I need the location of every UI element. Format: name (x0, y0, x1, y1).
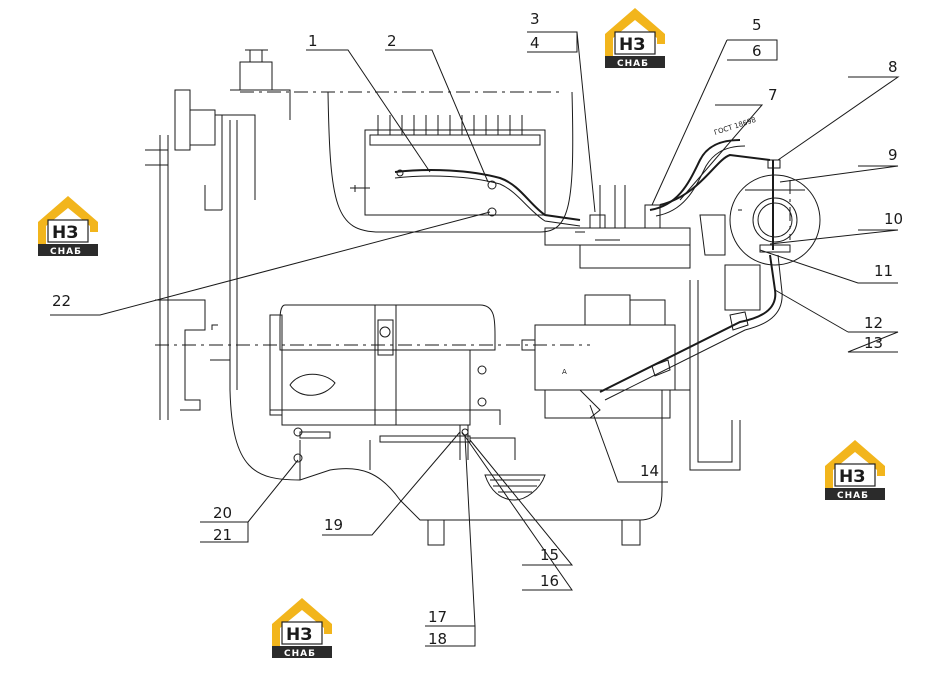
center-lines (155, 91, 791, 346)
callout-19: 19 (324, 516, 343, 534)
turbocharger (599, 159, 821, 401)
svg-text:СНАБ: СНАБ (284, 649, 316, 659)
svg-text:СНАБ: СНАБ (50, 247, 82, 257)
logo-watermark-left: НЗ СНАБ (37, 195, 99, 257)
callout-22: 22 (52, 292, 71, 310)
starter-motor (521, 294, 676, 419)
svg-text:СНАБ: СНАБ (837, 491, 869, 501)
callout-11: 11 (874, 262, 893, 280)
callout-17: 17 (428, 608, 447, 626)
callout-3: 3 (530, 10, 540, 28)
svg-text:НЗ: НЗ (286, 625, 312, 645)
callout-16: 16 (540, 572, 559, 590)
callout-20: 20 (213, 504, 232, 522)
callout-1: 1 (308, 32, 318, 50)
svg-text:НЗ: НЗ (839, 467, 865, 487)
injector-studs (377, 115, 523, 135)
callout-10: 10 (884, 210, 903, 228)
leader-lines (50, 31, 900, 647)
callout-7: 7 (768, 86, 778, 104)
rocker-cover (269, 304, 501, 426)
logo-watermark-bottom: НЗ СНАБ (271, 597, 333, 659)
callout-5: 5 (752, 16, 762, 34)
svg-text:СНАБ: СНАБ (617, 59, 649, 69)
callout-12: 12 (864, 314, 883, 332)
callout-6: 6 (752, 42, 762, 60)
fuel-hose (394, 139, 771, 227)
callout-9: 9 (888, 146, 898, 164)
svg-text:НЗ: НЗ (619, 35, 645, 55)
callout-21: 21 (213, 526, 232, 544)
fuel-injection-pump (327, 91, 574, 233)
callout-14: 14 (640, 462, 659, 480)
callout-18: 18 (428, 630, 447, 648)
hose-marking: ГОСТ 18698 (713, 116, 757, 137)
callout-labels: 1 2 3 4 5 6 7 8 9 10 11 12 13 14 15 16 1… (52, 10, 903, 648)
svg-text:НЗ: НЗ (52, 223, 78, 243)
callout-15: 15 (540, 546, 559, 564)
callout-2: 2 (387, 32, 397, 50)
logo-watermark-right: НЗ СНАБ (824, 439, 886, 501)
callout-13: 13 (864, 334, 883, 352)
callout-4: 4 (530, 34, 540, 52)
oil-strainer (293, 425, 546, 501)
label-a: A (562, 368, 567, 376)
callout-8: 8 (888, 58, 898, 76)
manifold (544, 185, 691, 269)
logo-watermark-top: НЗ СНАБ (604, 7, 666, 69)
